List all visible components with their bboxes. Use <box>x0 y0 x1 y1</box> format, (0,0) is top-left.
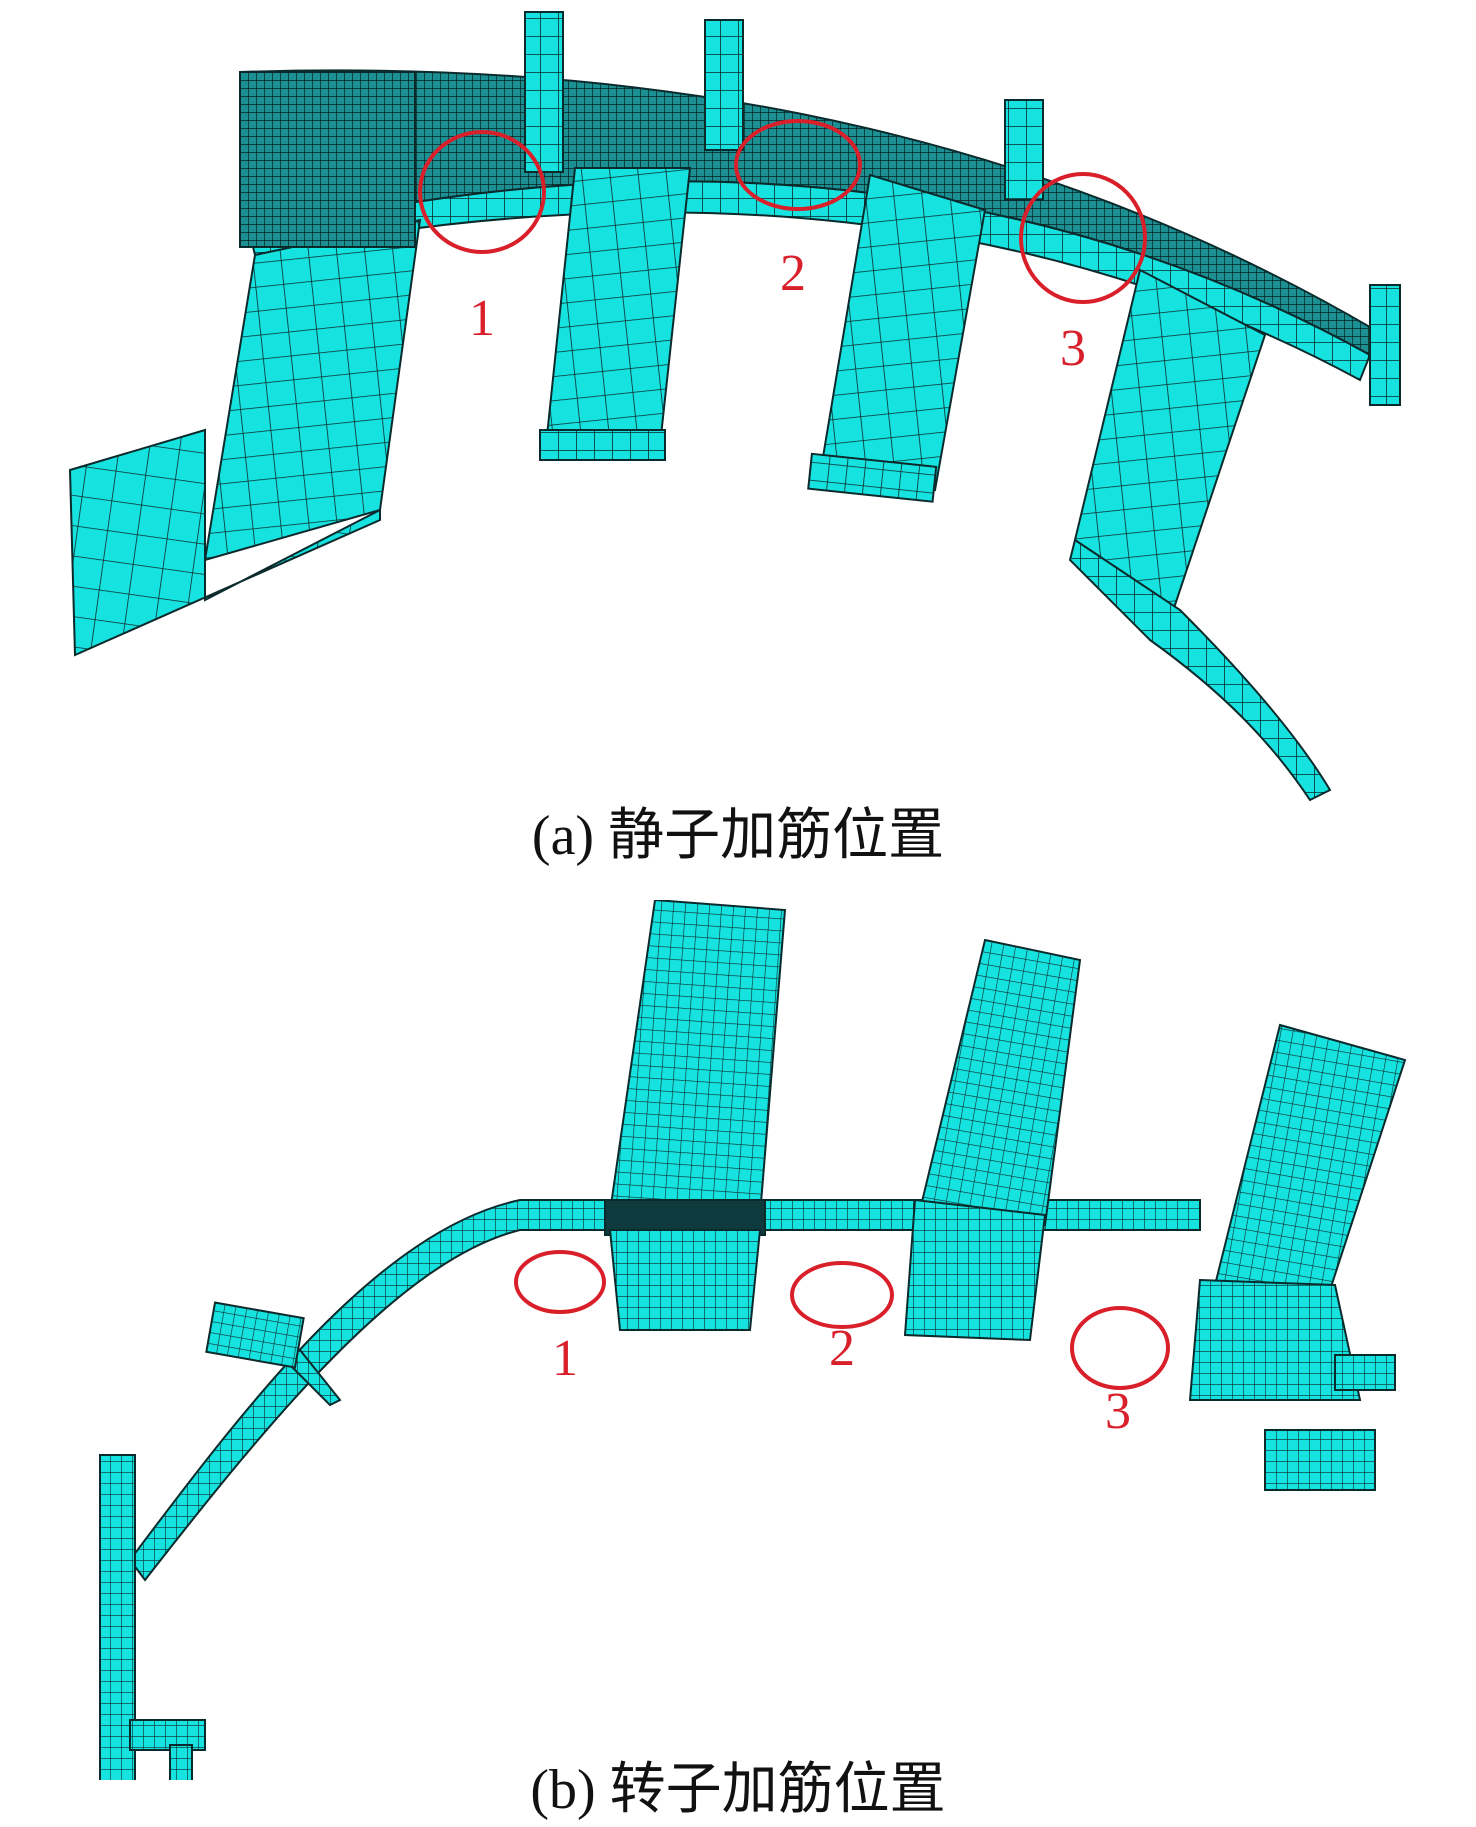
flange-2 <box>704 19 744 151</box>
rotor-disk-1 <box>608 1229 762 1331</box>
stator-rib-marker-1: 1 <box>418 130 546 347</box>
rotor-shaft-stub <box>169 1744 193 1780</box>
flange-3 <box>1004 99 1044 201</box>
stator-caption: (a) 静子加筋位置 <box>531 805 945 867</box>
stator-rear-wall <box>239 71 416 248</box>
stator-rib-marker-2: 2 <box>734 119 862 302</box>
rotor-rib-marker-1: 1 <box>514 1250 606 1387</box>
stator-vane-2-foot <box>539 429 666 461</box>
rotor-blade-3 <box>1213 1023 1407 1292</box>
rotor-blade-1 <box>608 900 787 1217</box>
rotor-figure: 1 2 3 (b) 转子加筋位置 <box>0 900 1476 1827</box>
rotor-disk-2 <box>903 1198 1047 1342</box>
stator-endwall-1 <box>68 428 381 657</box>
rotor-rear-stub <box>1334 1354 1396 1391</box>
stator-mesh-illustration: 1 2 3 <box>68 11 1401 802</box>
flange-1 <box>524 11 564 173</box>
stator-rib-label-1: 1 <box>469 290 495 347</box>
rotor-rib-label-2: 2 <box>829 1320 855 1377</box>
rotor-rib-marker-2: 2 <box>790 1261 894 1377</box>
stator-rib-label-3: 3 <box>1060 320 1086 377</box>
rotor-rib-marker-3: 3 <box>1070 1306 1170 1440</box>
rotor-caption: (b) 转子加筋位置 <box>530 1759 946 1821</box>
stator-vane-1 <box>203 218 422 562</box>
stator-lower-shroud <box>1068 538 1332 802</box>
rotor-rib-label-1: 1 <box>552 1330 578 1387</box>
rotor-shaft-foot <box>129 1719 206 1751</box>
stator-rib-label-2: 2 <box>780 245 806 302</box>
stator-vane-3-foot <box>807 452 938 503</box>
rotor-disk-3 <box>1188 1278 1362 1401</box>
rotor-blade-2 <box>918 938 1082 1227</box>
rotor-mesh-illustration: 1 2 3 <box>99 900 1407 1780</box>
rotor-arm-tip <box>205 1301 305 1369</box>
flange-4 <box>1369 284 1401 406</box>
rotor-drum <box>128 1199 1201 1582</box>
stator-rib-marker-3: 3 <box>1019 172 1147 377</box>
stator-vane-3 <box>818 173 987 492</box>
stator-figure: 1 2 3 (a) 静子加筋位置 <box>0 0 1476 880</box>
rotor-rear-flange <box>1264 1429 1376 1491</box>
rotor-rib-label-3: 3 <box>1105 1383 1131 1440</box>
